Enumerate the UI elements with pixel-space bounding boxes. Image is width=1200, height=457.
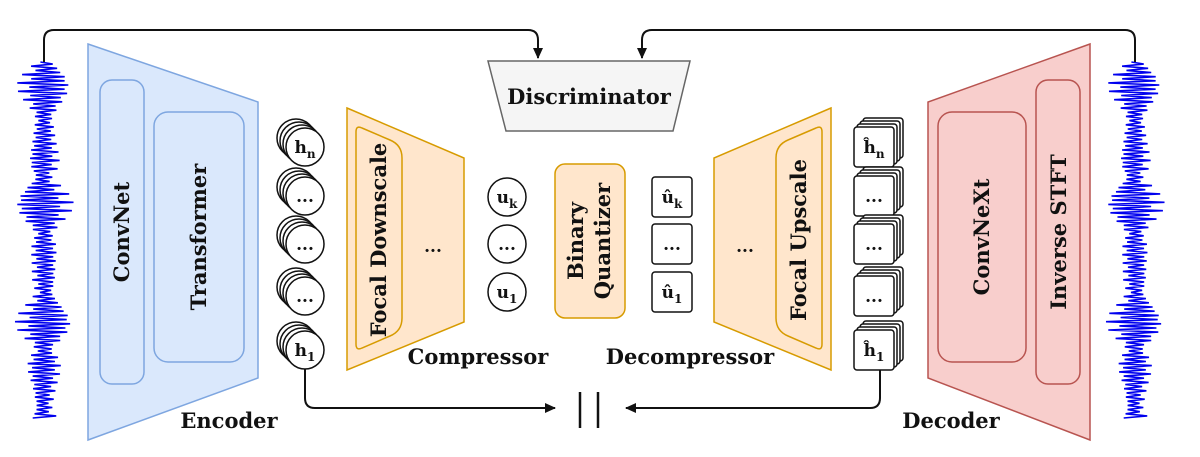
token-label: ...: [865, 235, 883, 255]
token: ...: [487, 224, 527, 264]
token-label: ...: [498, 235, 516, 255]
encoder-block: ConvNet Transformer: [87, 42, 259, 442]
focal-upscale-label: Focal Upscale: [786, 159, 811, 321]
inverse-stft-label: Inverse STFT: [1046, 154, 1071, 310]
token: ...: [651, 223, 693, 265]
binary-quantizer: Binary Quantizer: [554, 163, 626, 319]
compressor-ellipsis: ...: [424, 237, 442, 257]
token-label: û1: [662, 283, 683, 306]
token-label: ...: [865, 187, 883, 207]
loss-symbol: [578, 392, 600, 428]
h1-to-loss-arrow: [304, 368, 556, 413]
token: hn: [276, 118, 325, 167]
decompressor-label: Decompressor: [606, 344, 775, 369]
quantized-token-stack: ûk... û1: [651, 176, 693, 313]
decompressor-ellipsis: ...: [736, 237, 754, 257]
transformer-label: Transformer: [186, 163, 211, 311]
token-label: ...: [296, 187, 314, 207]
token-label: uk: [497, 188, 518, 211]
focal-upscale-block: [775, 126, 823, 350]
output-to-discriminator-arrow: [637, 29, 1136, 62]
decoder-label: Decoder: [902, 408, 1000, 433]
transformer-block: [153, 111, 245, 363]
token: ûk: [651, 176, 693, 218]
token: ...: [276, 215, 325, 264]
discriminator-label: Discriminator: [507, 84, 672, 109]
token: ...: [853, 166, 904, 217]
token: ĥn: [853, 117, 904, 168]
token: ...: [276, 267, 325, 316]
convnext-label: ConvNeXt: [969, 178, 994, 295]
token-label: ĥn: [862, 137, 884, 161]
output-waveform: [1105, 61, 1165, 419]
encoder-label: Encoder: [180, 408, 278, 433]
token: ...: [853, 266, 904, 317]
token-label: ûk: [662, 188, 683, 211]
input-to-discriminator-arrow: [43, 29, 543, 62]
token-label: h1: [295, 341, 316, 364]
convnet-block: [99, 79, 145, 385]
quantizer-line2: Quantizer: [590, 182, 615, 299]
token: û1: [651, 271, 693, 313]
token: ...: [276, 167, 325, 216]
quantizer-line1: Binary: [563, 201, 588, 280]
convnet-label: ConvNet: [109, 181, 134, 282]
h1hat-to-loss-arrow: [625, 368, 881, 413]
token: ...: [853, 214, 904, 265]
token-label: ...: [663, 235, 681, 255]
input-waveform: [14, 61, 74, 419]
focal-downscale-label: Focal Downscale: [366, 143, 391, 338]
token-label: ...: [296, 287, 314, 307]
compressor-label: Compressor: [408, 344, 550, 369]
token-label: ...: [296, 235, 314, 255]
token-label: ĥ1: [863, 340, 885, 364]
inverse-stft-block: [1035, 79, 1081, 385]
discriminator: Discriminator: [487, 60, 691, 132]
compressed-token-stack: uk... u1: [487, 177, 527, 312]
decoder-block: ConvNeXt Inverse STFT: [927, 42, 1091, 442]
token-label: ...: [865, 287, 883, 307]
token: ĥ1: [853, 320, 904, 371]
token-label: hn: [294, 138, 315, 161]
encoder-token-stack: hn......... h1: [276, 118, 325, 370]
convnext-block: [937, 111, 1027, 363]
decoder-token-stack: ĥn......... ĥ1: [853, 117, 904, 371]
token-label: u1: [497, 283, 518, 306]
token: h1: [276, 321, 325, 370]
compressor-block: Focal Downscale ...: [346, 106, 465, 372]
token: uk: [487, 177, 527, 217]
focal-downscale-block: [355, 126, 403, 350]
decompressor-block: Focal Upscale ...: [713, 106, 832, 372]
token: u1: [487, 272, 527, 312]
